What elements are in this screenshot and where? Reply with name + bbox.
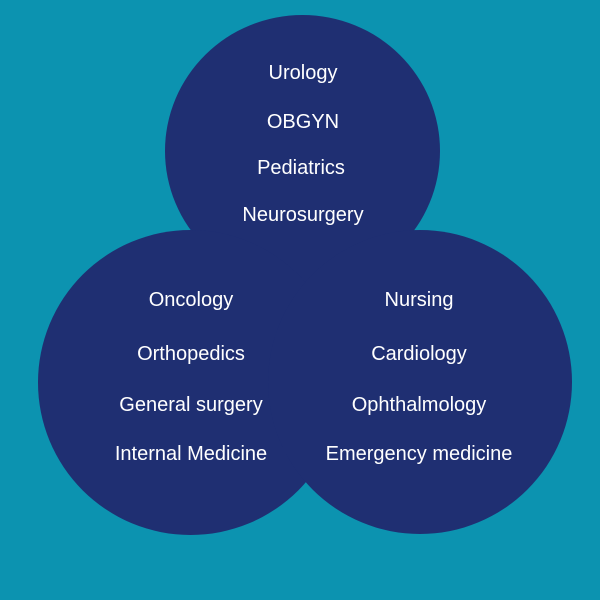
- left-circle-item: Oncology: [148, 289, 234, 311]
- left-circle-item: General surgery: [119, 394, 263, 416]
- top-circle-item: OBGYN: [266, 111, 340, 133]
- top-circle-item: Neurosurgery: [242, 204, 364, 226]
- right-circle-item: Nursing: [384, 289, 454, 311]
- top-circle-item: Urology: [268, 62, 338, 84]
- right-circle-item: Ophthalmology: [351, 394, 487, 416]
- top-circle-item: Pediatrics: [257, 157, 345, 179]
- left-circle-item: Internal Medicine: [114, 443, 268, 465]
- right-circle-item: Emergency medicine: [325, 443, 513, 465]
- right-circle-item: Cardiology: [371, 343, 467, 365]
- left-circle-item: Orthopedics: [137, 343, 245, 365]
- circle-right: [268, 230, 572, 534]
